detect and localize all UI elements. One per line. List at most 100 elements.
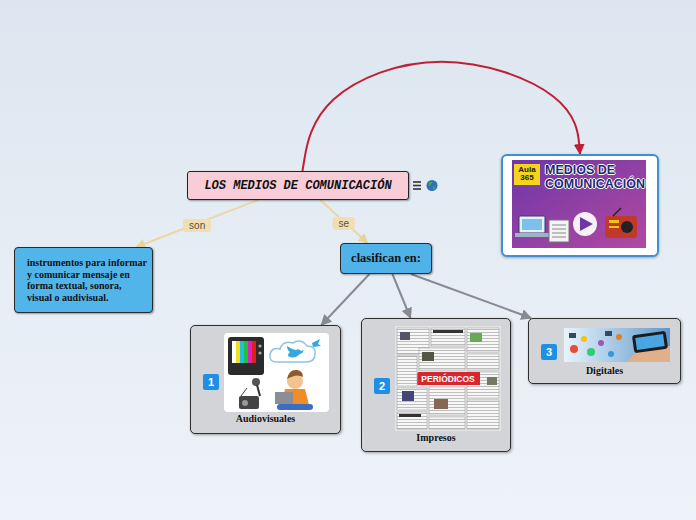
- drawing-part: [244, 341, 248, 363]
- category-text: Audiovisuales: [191, 413, 340, 425]
- callout-number: 3: [541, 344, 557, 360]
- drawing-part: [402, 391, 414, 401]
- drawing-part: [236, 341, 240, 363]
- category-box: Audiovisuales 1: [190, 325, 341, 434]
- drawing-part: [433, 186, 436, 190]
- drawing-part: [609, 226, 619, 228]
- drawing-part: [608, 351, 614, 357]
- drawing-part: [434, 399, 448, 409]
- drawing-part: [467, 328, 499, 352]
- definition-text: instrumentos para informar y comunicar m…: [27, 257, 147, 303]
- drawing-part: [549, 220, 569, 242]
- drawing-part: [609, 220, 619, 223]
- video-thumbnail: Aula 365MEDIOS DE COMUNICACIÓN: [501, 154, 659, 257]
- callout-number: 1: [203, 374, 219, 390]
- drawing-part: [616, 334, 622, 340]
- callout-text: 3: [546, 346, 552, 358]
- drawing-part: [431, 328, 465, 346]
- drawing-part: [399, 414, 421, 417]
- drawing-part: [275, 392, 293, 404]
- drawing-part: [429, 417, 465, 429]
- edge-label: se: [333, 217, 356, 230]
- drawing-part: [605, 216, 637, 238]
- drawing-part: [564, 328, 670, 362]
- drawing-part: [522, 219, 542, 230]
- drawing-part: [400, 332, 410, 340]
- connector: [136, 200, 258, 247]
- drawing-part: [569, 333, 576, 338]
- drawing-part: [397, 388, 427, 410]
- edge-label-holder: se: [333, 213, 356, 231]
- connector: [411, 274, 531, 318]
- drawing-part: [287, 370, 303, 379]
- thumbnail-text: Aula 365: [514, 164, 540, 185]
- drawing-part: [257, 385, 260, 396]
- title-text: LOS MEDIOS DE COMUNICACIÓN: [204, 179, 391, 193]
- drawing-part: [570, 345, 578, 353]
- drawing-part: [248, 341, 252, 363]
- drawing-part: [395, 326, 501, 431]
- drawing-part: [240, 341, 244, 363]
- drawing-part: [258, 344, 261, 347]
- drawing-part: [228, 337, 264, 375]
- drawing-part: [277, 404, 313, 410]
- title-icons: [410, 178, 442, 194]
- classifier-text: clasifican en:: [351, 251, 421, 266]
- drawing-part: [242, 400, 248, 406]
- drawing-part: [258, 351, 261, 354]
- drawing-part: [621, 221, 633, 233]
- classifier-box: clasifican en:: [340, 243, 432, 274]
- drawing-part: [552, 237, 566, 238]
- drawing-part: [433, 330, 463, 333]
- drawing-part: [413, 181, 421, 183]
- drawing-part: [418, 372, 480, 385]
- edge-label: son: [183, 219, 211, 232]
- category-box: Impresos 2: [361, 318, 511, 452]
- drawing-part: [632, 331, 668, 354]
- drawing-part: [419, 348, 465, 370]
- callout-text: 1: [208, 376, 214, 388]
- callout-text: 2: [379, 380, 385, 392]
- category-text: Impresos: [362, 432, 510, 444]
- drawing-part: [470, 333, 482, 342]
- drawing-part: [397, 356, 417, 386]
- drawing-part: [232, 341, 236, 363]
- edge-label-holder: son: [183, 215, 211, 233]
- drawing-part: [605, 331, 612, 336]
- drawing-part: [239, 396, 259, 409]
- drawing-part: [413, 185, 421, 187]
- thumbnail-text: MEDIOS DE COMUNICACIÓN: [545, 164, 653, 192]
- drawing-part: [581, 336, 587, 342]
- connector: [392, 274, 410, 318]
- drawing-part: [287, 346, 304, 358]
- drawing-part: [422, 352, 434, 361]
- drawing-part: [427, 180, 438, 191]
- drawing-part: [252, 378, 260, 386]
- drawing-part: [552, 229, 566, 230]
- drawing-part: [515, 233, 549, 237]
- callout-number: 2: [374, 378, 390, 394]
- drawing-part: [580, 217, 593, 231]
- drawing-part: [573, 212, 597, 236]
- drawing-part: [224, 333, 329, 412]
- drawing-part: [397, 412, 427, 429]
- drawing-part: [241, 388, 247, 396]
- drawing-part: [429, 387, 465, 415]
- connector: [320, 200, 367, 243]
- drawing-part: [487, 377, 497, 385]
- drawing-part: [552, 225, 566, 226]
- drawing-part: [632, 331, 668, 354]
- drawing-part: [467, 400, 499, 429]
- drawing-part: [519, 216, 545, 233]
- drawing-part: [635, 334, 664, 350]
- connector: [321, 274, 369, 325]
- drawing-part: [312, 339, 321, 347]
- drawing-part: [413, 188, 421, 190]
- definition-box: instrumentos para informar y comunicar m…: [14, 247, 153, 313]
- drawing-part: [552, 233, 566, 234]
- drawing-part: [429, 182, 433, 186]
- drawing-part: [467, 354, 499, 370]
- drawing-part: [252, 341, 256, 363]
